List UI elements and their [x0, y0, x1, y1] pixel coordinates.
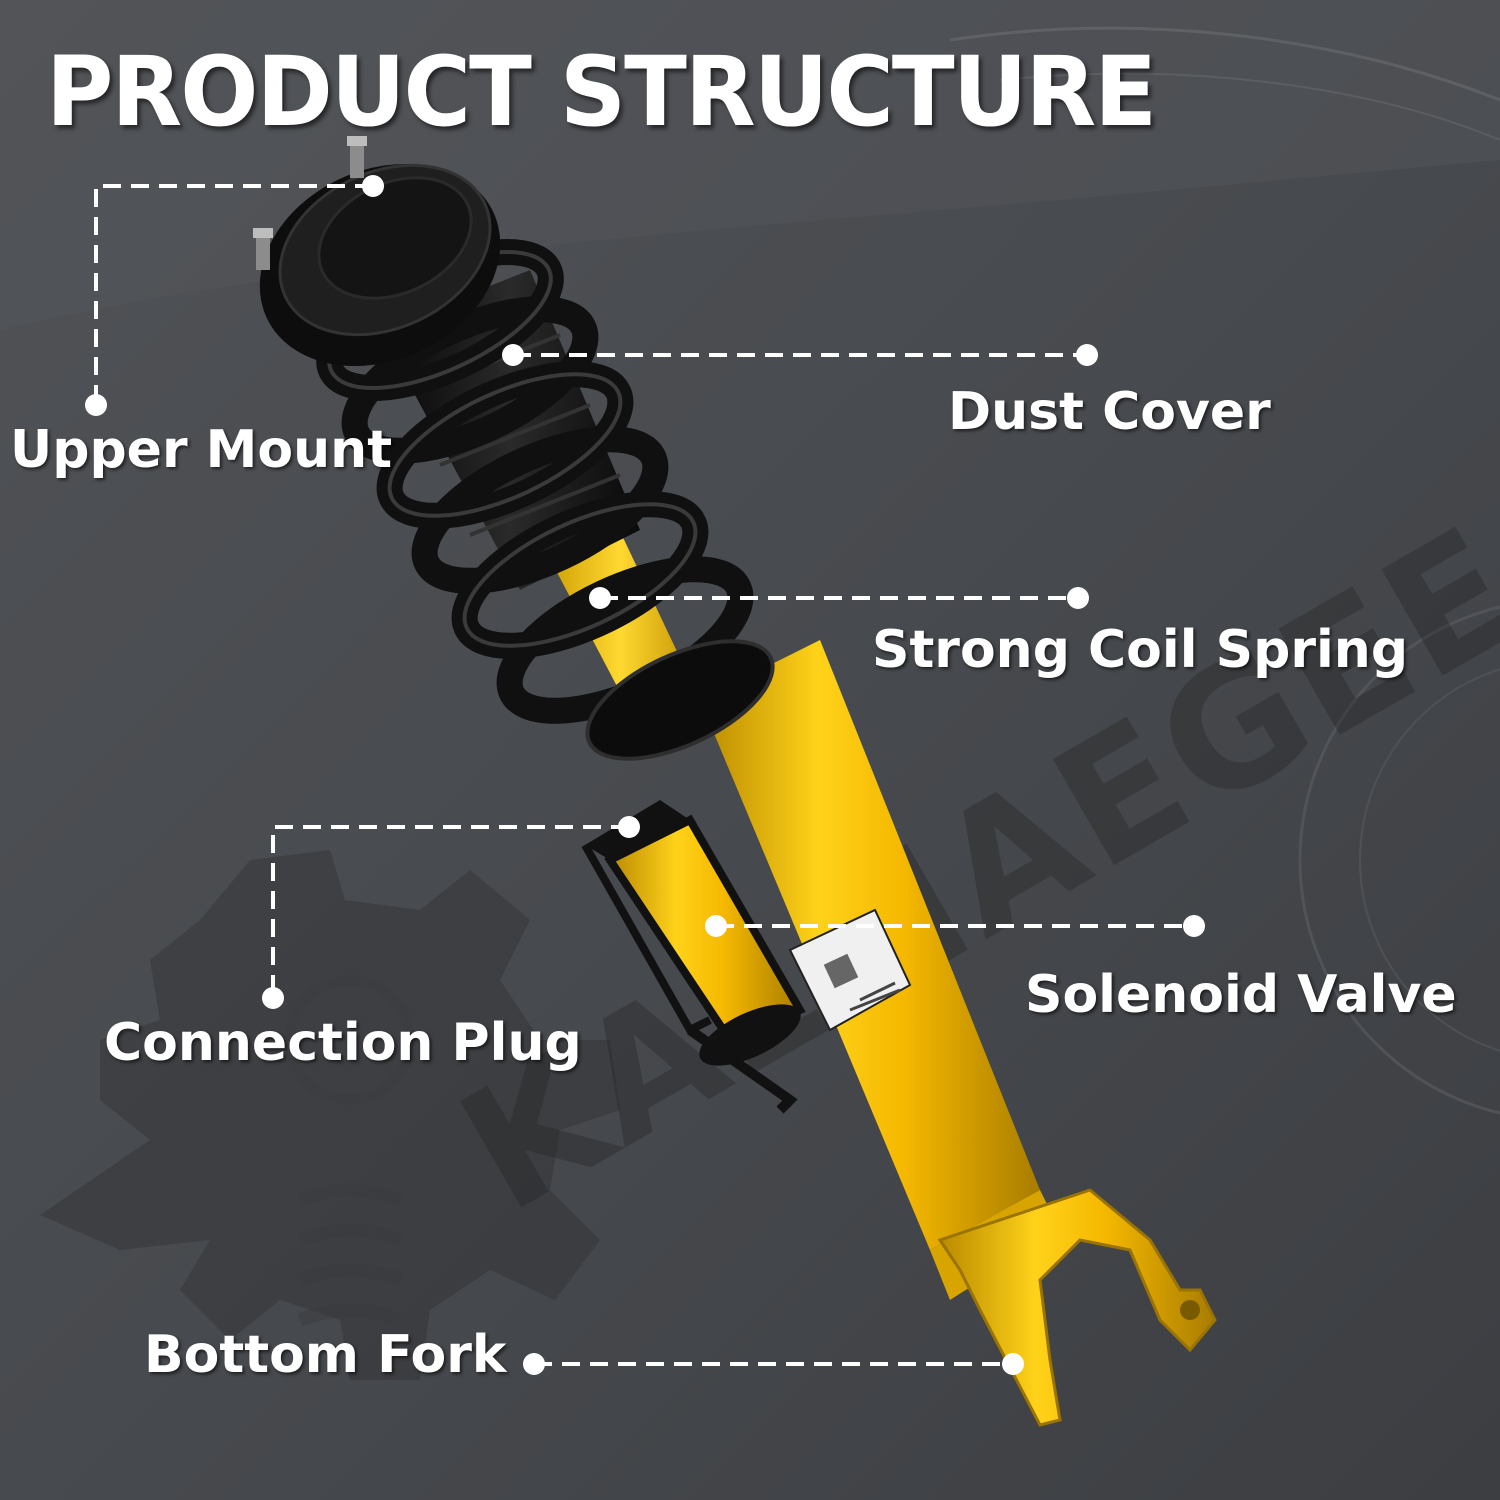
label-bottom-fork: Bottom Fork [144, 1325, 507, 1385]
product-sticker [788, 908, 912, 1032]
spring-seat [585, 639, 775, 761]
label-upper-mount: Upper Mount [10, 420, 393, 480]
label-connection-plug: Connection Plug [104, 1013, 582, 1073]
label-coil-spring: Strong Coil Spring [872, 620, 1409, 680]
label-dust-cover: Dust Cover [948, 382, 1271, 442]
page-title: PRODUCT STRUCTURE [46, 36, 1157, 149]
label-solenoid-valve: Solenoid Valve [1025, 965, 1457, 1025]
